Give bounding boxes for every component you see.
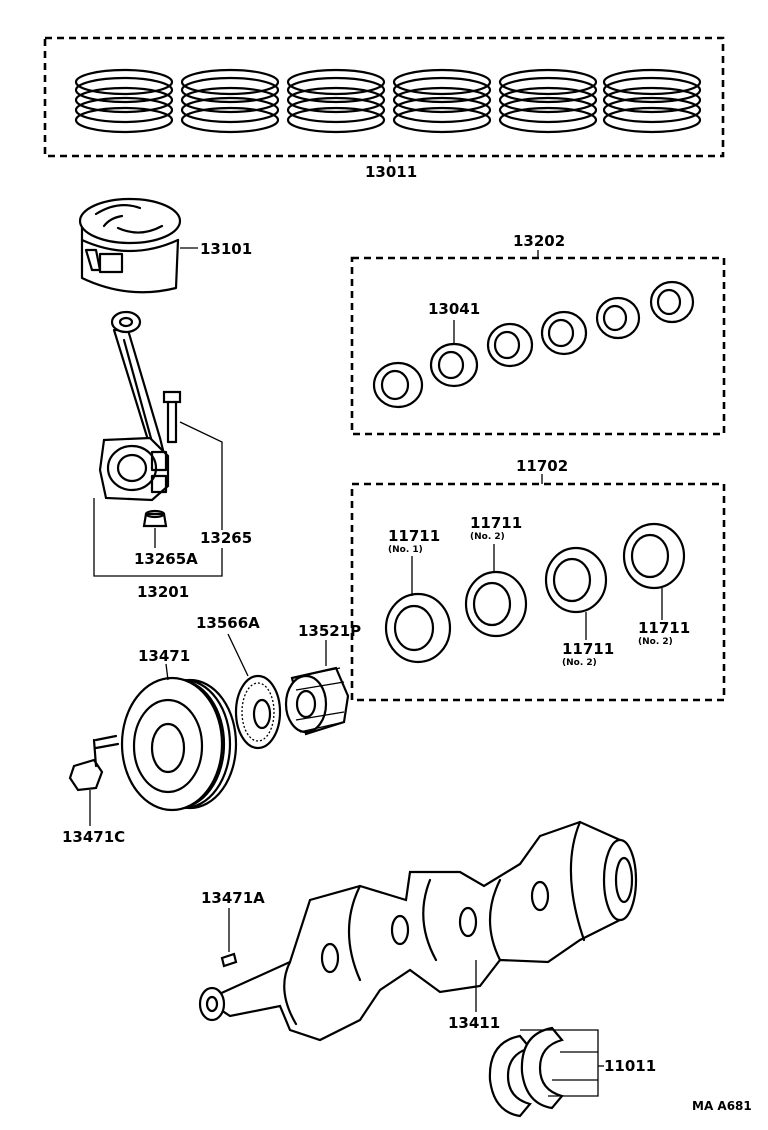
rod-bearing-shell bbox=[540, 310, 588, 356]
label-13041: 13041 bbox=[428, 300, 480, 318]
label-11711-no1: 11711 bbox=[388, 527, 440, 545]
label-13471: 13471 bbox=[138, 647, 190, 665]
label-13011: 13011 bbox=[365, 163, 417, 181]
rod-bearing-shell bbox=[372, 361, 424, 409]
rod-bolt bbox=[162, 390, 182, 444]
label-13201: 13201 bbox=[137, 583, 189, 601]
main-bearing-shell bbox=[544, 546, 608, 614]
piston-ring-stack bbox=[180, 68, 280, 134]
label-11711-no2-a: 11711 bbox=[470, 514, 522, 532]
label-11702: 11702 bbox=[516, 457, 568, 475]
label-11711-no1-note: (No. 1) bbox=[388, 545, 423, 555]
label-13566A: 13566A bbox=[196, 614, 260, 632]
piston-ring-set: 13011 bbox=[43, 36, 725, 181]
piston: 13101 bbox=[78, 197, 252, 294]
main-bearing-shell bbox=[622, 522, 686, 590]
crank-timing-gear: 13521P bbox=[284, 622, 361, 736]
label-13101: 13101 bbox=[200, 240, 252, 258]
label-13265: 13265 bbox=[200, 529, 252, 547]
piston-ring-stack bbox=[498, 68, 598, 134]
figure-code: MA A681 bbox=[692, 1099, 752, 1113]
piston-ring-stack bbox=[392, 68, 492, 134]
rod-nut bbox=[142, 509, 168, 528]
label-11011: 11011 bbox=[604, 1057, 656, 1075]
rod-bearing-shell bbox=[486, 322, 534, 368]
piston-ring-stack bbox=[602, 68, 702, 134]
main-bearing-boundary bbox=[350, 482, 726, 702]
label-11711-no2-b-note: (No. 2) bbox=[562, 658, 597, 668]
label-11711-no2-b: 11711 bbox=[562, 640, 614, 658]
piston-ring-stack bbox=[74, 68, 174, 134]
main-bearing-shell bbox=[464, 570, 528, 638]
piston-ring-stack bbox=[286, 68, 386, 134]
label-11711-no2-a-note: (No. 2) bbox=[470, 532, 505, 542]
rod-bearing-shell bbox=[595, 296, 641, 340]
label-13202: 13202 bbox=[513, 232, 565, 250]
label-13411: 13411 bbox=[448, 1014, 500, 1032]
crankshaft-pulley: 13471 bbox=[120, 647, 238, 812]
pulley-bolt: 13471C bbox=[62, 734, 125, 846]
thrust-washers: 11011 bbox=[488, 1026, 656, 1118]
label-13265A: 13265A bbox=[134, 550, 198, 568]
label-11711-no2-c-note: (No. 2) bbox=[638, 637, 673, 647]
main-bearing-set: 11702 11711 (No. 1) 11711 (No. 2) 11711 … bbox=[350, 457, 726, 702]
label-13521P: 13521P bbox=[298, 622, 361, 640]
crank-washer: 13566A bbox=[196, 614, 282, 750]
rod-bearing-shell bbox=[429, 342, 479, 388]
rod-bearing-set: 13202 13041 bbox=[350, 232, 726, 436]
crankshaft-key: 13471A bbox=[201, 889, 265, 968]
ring-set-boundary bbox=[43, 36, 725, 158]
rod-bearing-shell bbox=[649, 280, 695, 324]
label-13471C: 13471C bbox=[62, 828, 125, 846]
label-13471A: 13471A bbox=[201, 889, 265, 907]
crankshaft: 13411 bbox=[198, 820, 638, 1042]
main-bearing-shell bbox=[384, 592, 452, 664]
connecting-rod-assembly: 13265 13265A 13201 bbox=[93, 310, 252, 601]
label-11711-no2-c: 11711 bbox=[638, 619, 690, 637]
